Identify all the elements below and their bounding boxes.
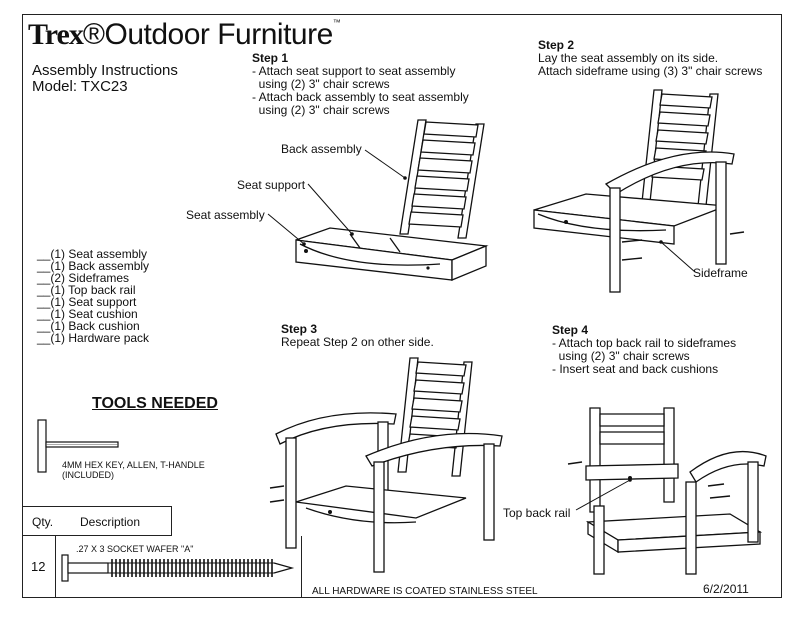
callout-sideframe: Sideframe [693, 266, 748, 280]
list-item: __(1) Seat cushion [37, 307, 138, 321]
step-4-line: using (2) 3" chair screws [552, 349, 690, 363]
step-1-illustration [295, 119, 489, 281]
brand-rest: Outdoor Furniture [104, 18, 333, 51]
step-4-line: - Insert seat and back cushions [552, 362, 719, 376]
brand-logo: Trex®Outdoor Furniture™ [28, 18, 341, 52]
step-2-leader-line [659, 240, 696, 273]
step-1-leader-lines [267, 149, 407, 246]
callout-top-back-rail: Top back rail [503, 506, 571, 520]
step-2-line: Attach sideframe using (3) 3" chair scre… [538, 64, 763, 78]
step-1-line: using (2) 3" chair screws [252, 77, 390, 91]
list-item: __(1) Top back rail [37, 283, 136, 297]
list-item: __(1) Seat assembly [37, 247, 148, 261]
hex-key-label: 4MM HEX KEY, ALLEN, T-HANDLE (INCLUDED) [62, 460, 205, 480]
step-4-illustration [567, 407, 767, 575]
callout-seat-support: Seat support [237, 178, 306, 192]
step-4-title: Step 4 [552, 323, 589, 337]
list-item: __(1) Seat support [37, 295, 137, 309]
step-3: Step 3 Repeat Step 2 on other side. [281, 322, 434, 349]
step-4-line: - Attach top back rail to sideframes [552, 336, 737, 350]
desc-header: Description [80, 515, 141, 529]
step-3-illustration [269, 357, 503, 573]
list-item: __(1) Back assembly [37, 259, 150, 273]
step-3-title: Step 3 [281, 322, 318, 336]
footer-date: 6/2/2011 [703, 582, 749, 596]
qty-header: Qty. [32, 515, 54, 529]
list-item: __(2) Sideframes [37, 271, 130, 285]
step-2: Step 2 Lay the seat assembly on its side… [538, 38, 762, 78]
parts-list: __(1) Seat assembly __(1) Back assembly … [37, 248, 149, 344]
doc-model: Model: TXC23 [32, 78, 128, 95]
brand-tm: ™ [332, 18, 341, 27]
screw-icon [61, 554, 295, 582]
step-1-title: Step 1 [252, 51, 289, 65]
list-item: __(1) Hardware pack [37, 331, 150, 345]
step-4: Step 4 - Attach top back rail to sidefra… [552, 323, 736, 376]
step-2-line: Lay the seat assembly on its side. [538, 51, 719, 65]
hardware-desc: .27 X 3 SOCKET WAFER "A" [76, 544, 194, 554]
doc-title: Assembly Instructions [32, 62, 178, 79]
step-4-leader-line [575, 478, 632, 511]
brand-bold: Trex [28, 18, 84, 51]
step-3-line: Repeat Step 2 on other side. [281, 335, 434, 349]
footer-note: ALL HARDWARE IS COATED STAINLESS STEEL [312, 586, 538, 597]
hardware-table-header: Qty. Description [22, 506, 172, 536]
step-2-title: Step 2 [538, 38, 575, 52]
step-1: Step 1 - Attach seat support to seat ass… [252, 51, 469, 117]
brand-dot: ® [82, 18, 105, 51]
hex-key-icon [37, 419, 119, 473]
table-row [22, 536, 302, 598]
step-1-line: - Attach back assembly to seat assembly [252, 90, 469, 104]
callout-back-assembly: Back assembly [281, 142, 362, 156]
callout-seat-assembly: Seat assembly [186, 208, 265, 222]
hardware-qty: 12 [31, 559, 46, 574]
step-2-illustration [533, 89, 745, 293]
page-border [22, 14, 782, 598]
list-item: __(1) Back cushion [37, 319, 140, 333]
step-1-line: - Attach seat support to seat assembly [252, 64, 456, 78]
tools-heading: TOOLS NEEDED [92, 395, 218, 412]
step-1-line: using (2) 3" chair screws [252, 103, 390, 117]
table-divider [55, 536, 56, 598]
